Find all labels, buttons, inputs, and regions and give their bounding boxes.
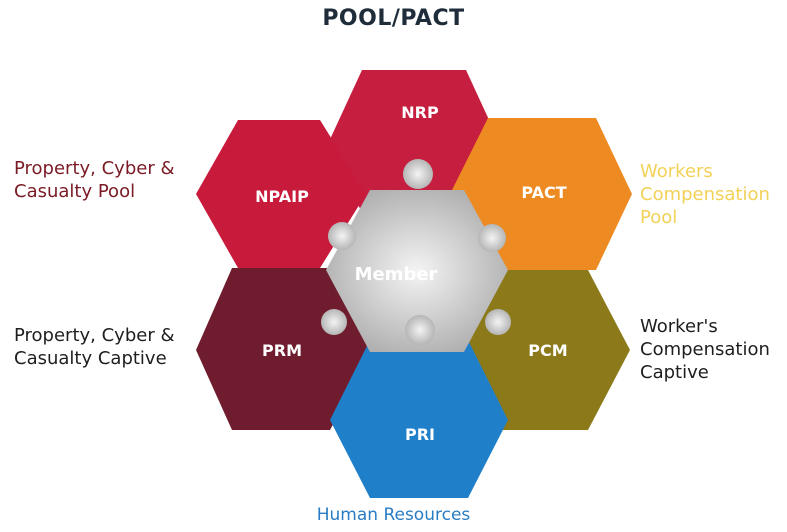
piece-label-prm: PRM	[262, 341, 302, 360]
puzzle-knob	[405, 315, 435, 345]
puzzle-knob	[533, 239, 559, 265]
puzzle-knob	[478, 224, 506, 252]
label-property-cyber-casualty-captive: Property, Cyber & Casualty Captive	[14, 324, 175, 370]
label-line: Worker's	[640, 316, 718, 337]
piece-label-pri: PRI	[405, 425, 435, 444]
piece-npaip	[196, 120, 366, 268]
piece-pri	[330, 340, 508, 498]
puzzle-knob	[403, 159, 433, 189]
label-workers-compensation-pool: Workers Compensation Pool	[640, 160, 770, 229]
label-workers-compensation-captive: Worker's Compensation Captive	[640, 315, 770, 384]
label-line: Compensation	[640, 339, 770, 360]
label-property-cyber-casualty-pool: Property, Cyber & Casualty Pool	[14, 157, 175, 203]
label-line: Property, Cyber &	[14, 325, 175, 346]
puzzle-knob	[328, 222, 356, 250]
piece-label-pcm: PCM	[528, 341, 567, 360]
label-line: Captive	[640, 362, 709, 383]
label-line: Casualty Captive	[14, 348, 167, 369]
piece-nrp	[326, 70, 502, 212]
piece-label-member: Member	[355, 264, 438, 285]
piece-label-pact: PACT	[521, 183, 566, 202]
piece-prm	[196, 268, 372, 430]
label-line: Casualty Pool	[14, 181, 136, 202]
piece-label-nrp: NRP	[401, 103, 439, 122]
puzzle-knob	[271, 239, 297, 265]
label-line: Workers	[640, 161, 713, 182]
label-human-resources: Human Resources	[316, 505, 471, 525]
piece-label-npaip: NPAIP	[255, 187, 309, 206]
label-line: Property, Cyber &	[14, 158, 175, 179]
puzzle-knob	[485, 309, 511, 335]
puzzle-knob	[321, 309, 347, 335]
piece-member	[326, 190, 508, 352]
diagram-title: POOL/PACT	[322, 6, 465, 31]
label-line: Pool	[640, 207, 678, 228]
label-line: Compensation	[640, 184, 770, 205]
